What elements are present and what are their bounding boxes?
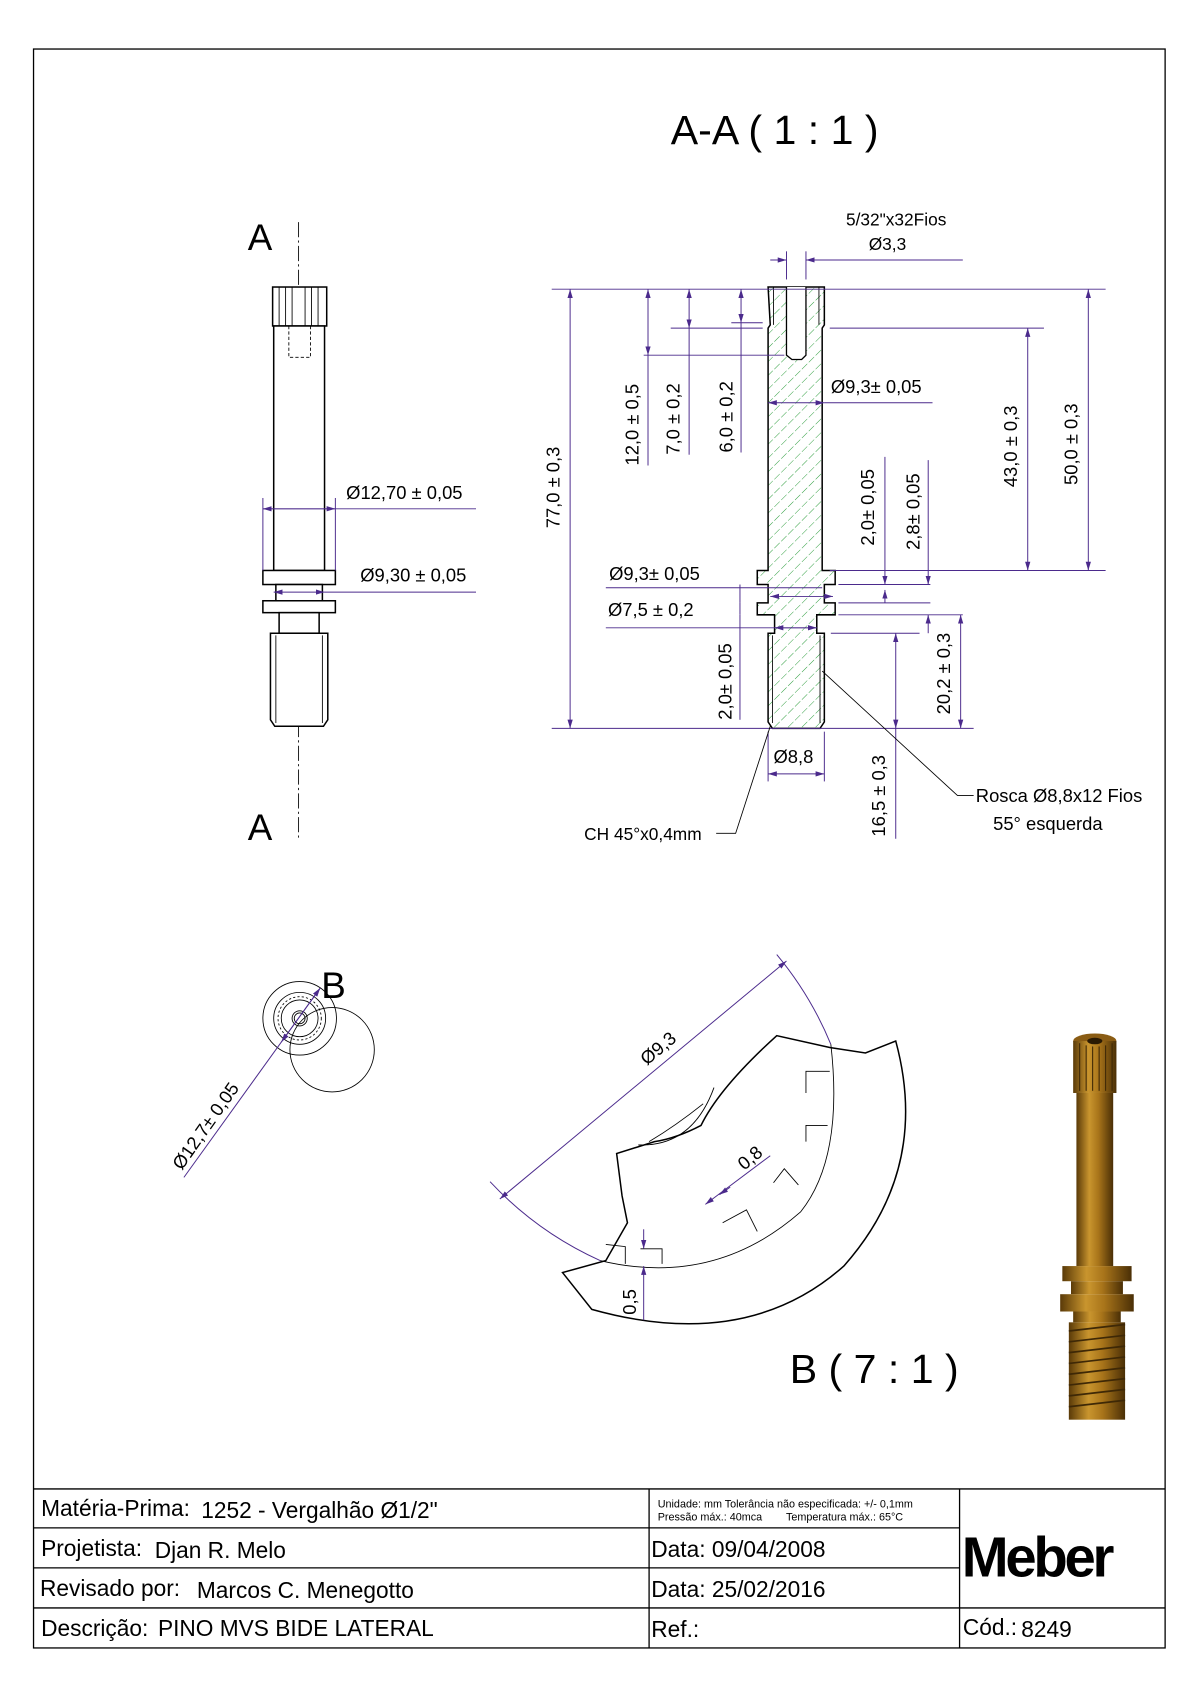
- detail-dim-dia: Ø9,3: [636, 1027, 680, 1069]
- thread-note-1: Rosca Ø8,8x12 Fios: [976, 785, 1142, 806]
- side-dim-inner: Ø9,30 ± 0,05: [360, 564, 466, 585]
- thread-top-spec: 5/32"x32Fios: [846, 209, 947, 229]
- end-view-dim: Ø12,7± 0,05: [168, 1078, 243, 1173]
- designer-label: Projetista:: [41, 1535, 142, 1561]
- dim-2b: 2,0± 0,05: [714, 643, 735, 720]
- dim-50: 50,0 ± 0,3: [1060, 403, 1081, 485]
- date-created: Data: 09/04/2008: [651, 1536, 825, 1562]
- chamfer-note: CH 45°x0,4mm: [584, 824, 701, 844]
- meber-logo: Meber: [962, 1526, 1115, 1589]
- material-value: 1252 - Vergalhão Ø1/2": [201, 1497, 438, 1523]
- detail-dim-depth: 0,5: [619, 1289, 640, 1315]
- dim-43: 43,0 ± 0,3: [1000, 406, 1021, 488]
- thread-top-dia: Ø3,3: [869, 234, 907, 254]
- dim-2a: 2,0± 0,05: [857, 469, 878, 546]
- detail-marker: B: [321, 965, 346, 1006]
- dim-7: 7,0 ± 0,2: [662, 383, 683, 454]
- dim-202: 20,2 ± 0,3: [933, 633, 954, 715]
- section-marker-top: A: [248, 217, 273, 258]
- description-label: Descrição:: [41, 1615, 148, 1641]
- dim-12: 12,0 ± 0,5: [621, 384, 642, 466]
- end-view: B Ø12,7± 0,05: [168, 965, 375, 1178]
- dim-shaft-dia: Ø9,3± 0,05: [831, 376, 922, 397]
- notes-line-2: Pressão máx.: 40mca Temperatura máx.: 65…: [658, 1511, 904, 1523]
- section-view: A-A ( 1 : 1 ) 5/32"x32Fios Ø3,3 77,0 ± 0…: [542, 107, 1142, 844]
- part-3d-render: [1060, 1033, 1134, 1420]
- dim-28: 2,8± 0,05: [903, 473, 924, 550]
- title-block: Matéria-Prima: 1252 - Vergalhão Ø1/2" Pr…: [33, 1488, 1166, 1648]
- dim-neck-dia: Ø7,5 ± 0,2: [608, 599, 694, 620]
- reviewer-label: Revisado por:: [40, 1575, 180, 1601]
- dim-77: 77,0 ± 0,3: [542, 447, 563, 529]
- code-label: Cód.:: [963, 1614, 1017, 1640]
- dim-collar-dia: Ø9,3± 0,05: [609, 563, 700, 584]
- sheet-border: [32, 48, 1166, 1649]
- dim-165: 16,5 ± 0,3: [868, 755, 889, 837]
- thread-note-2: 55° esquerda: [993, 813, 1103, 834]
- ref-label: Ref.:: [651, 1616, 699, 1642]
- side-dim-outer: Ø12,70 ± 0,05: [346, 482, 462, 503]
- description-value: PINO MVS BIDE LATERAL: [158, 1615, 434, 1641]
- section-marker-bottom: A: [248, 807, 273, 848]
- dim-6: 6,0 ± 0,2: [715, 381, 736, 452]
- code-value: 8249: [1021, 1616, 1072, 1642]
- detail-view: Ø9,3 0,8 0,5 B ( 7 : 1 ): [489, 954, 959, 1392]
- side-view: A A Ø12,70 ± 0,05 Ø9,30 ± 0,05: [248, 217, 476, 848]
- detail-title: B ( 7 : 1 ): [790, 1346, 959, 1392]
- designer-value: Djan R. Melo: [155, 1537, 286, 1563]
- reviewer-value: Marcos C. Menegotto: [197, 1577, 414, 1603]
- notes-line-1: Unidade: mm Tolerância não especificada:…: [658, 1498, 913, 1510]
- dim-thread-dia: Ø8,8: [773, 746, 813, 767]
- material-label: Matéria-Prima:: [41, 1495, 190, 1521]
- date-revised: Data: 25/02/2016: [651, 1576, 825, 1602]
- section-title: A-A ( 1 : 1 ): [671, 107, 879, 153]
